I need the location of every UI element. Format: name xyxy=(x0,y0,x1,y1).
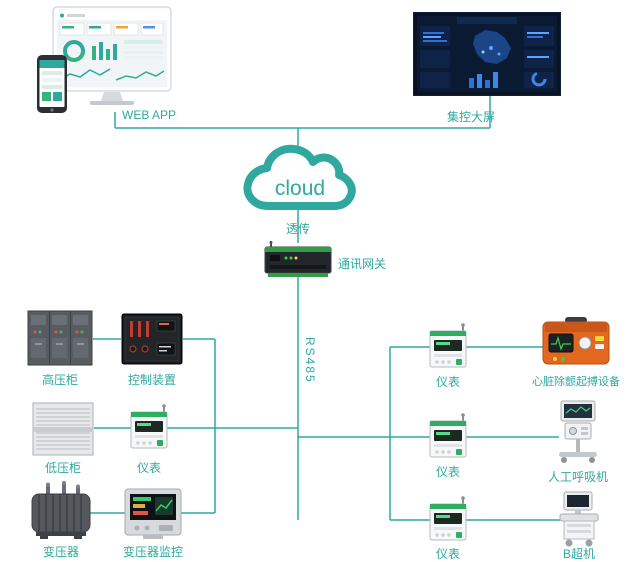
hv-cabinet xyxy=(27,310,93,366)
lv-cabinet xyxy=(32,402,94,456)
monitor-illustration xyxy=(52,6,172,105)
meter-right-3 xyxy=(423,496,473,544)
hv-cabinet-illustration xyxy=(27,310,93,366)
cloud-text: cloud xyxy=(275,177,325,200)
transformer-monitor-illustration xyxy=(124,488,182,539)
meter-illustration xyxy=(429,323,467,368)
ventilator xyxy=(551,400,605,464)
label-transformer: 变压器 xyxy=(43,545,80,559)
label-meter-right-2: 仪表 xyxy=(436,465,461,479)
ventilator-illustration xyxy=(559,400,597,463)
meter-illustration xyxy=(429,413,467,458)
web-dashboard-monitor xyxy=(52,6,172,110)
label-rs485: RS485 xyxy=(303,337,317,384)
cloud-node: cloud xyxy=(240,142,356,222)
label-meter-right-3: 仪表 xyxy=(436,547,461,561)
ultrasound-illustration xyxy=(559,491,599,547)
label-ventilator: 人工呼吸机 xyxy=(548,470,609,484)
defibrillator-illustration xyxy=(542,317,610,365)
lv-cabinet-illustration xyxy=(32,402,94,456)
defibrillator xyxy=(541,316,611,368)
meter-left xyxy=(124,404,174,452)
label-web-app: WEB APP xyxy=(122,108,177,122)
label-meter-left: 仪表 xyxy=(137,461,162,475)
label-hv-cabinet: 高压柜 xyxy=(42,373,79,387)
label-ultrasound: B超机 xyxy=(562,547,595,561)
transformer-monitor xyxy=(123,487,183,541)
ultrasound-machine xyxy=(550,491,608,549)
label-gateway: 通讯网关 xyxy=(338,257,387,271)
label-defibrillator: 心脏除颤起搏设备 xyxy=(532,376,620,388)
label-big-screen: 集控大屏 xyxy=(447,110,496,124)
label-transformer-monitor: 变压器监控 xyxy=(123,545,184,559)
gateway-illustration xyxy=(264,241,332,277)
phone-illustration xyxy=(37,55,67,113)
meter-illustration xyxy=(429,496,467,541)
cloud-icon: cloud xyxy=(243,144,356,210)
transformer-illustration xyxy=(31,481,91,539)
control-device xyxy=(121,313,183,365)
central-control-screen xyxy=(413,12,561,96)
big-screen-illustration xyxy=(413,12,561,96)
meter-right-1 xyxy=(423,323,473,371)
label-lv-cabinet: 低压柜 xyxy=(45,461,82,475)
control-device-illustration xyxy=(121,313,183,365)
meter-right-2 xyxy=(423,413,473,461)
meter-illustration xyxy=(130,404,168,449)
mobile-app-phone xyxy=(36,54,68,114)
communication-gateway xyxy=(262,241,334,281)
label-transparent-transmission: 透传 xyxy=(286,222,311,236)
label-control-device: 控制装置 xyxy=(128,373,177,387)
label-meter-right-1: 仪表 xyxy=(436,375,461,389)
transformer xyxy=(28,481,94,541)
